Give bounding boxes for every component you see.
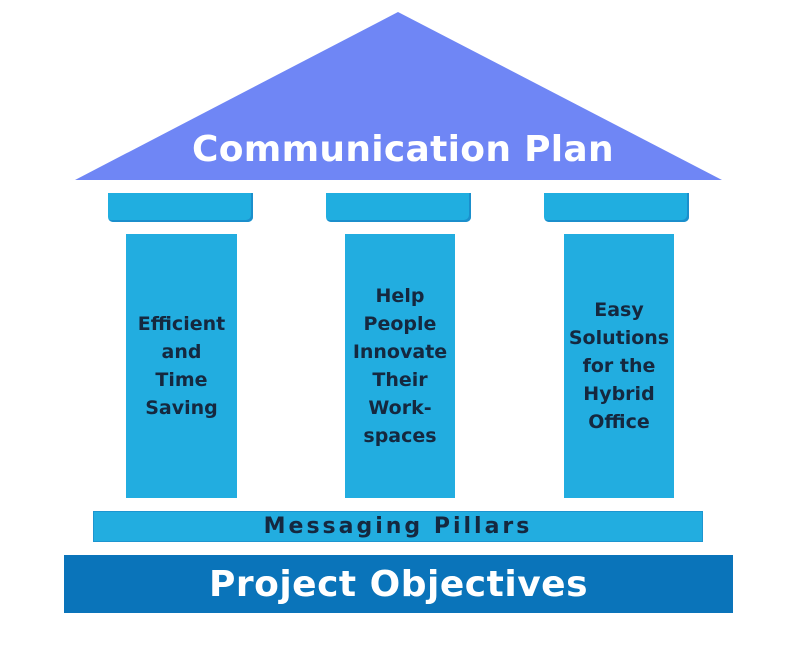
messaging-pillars-step: Messaging Pillars xyxy=(93,511,703,542)
pillar-label: Easy Solutions for the Hybrid Office xyxy=(568,299,670,433)
pillar-capital-3 xyxy=(544,193,689,222)
pillar-capital-1 xyxy=(108,193,253,222)
base-label: Project Objectives xyxy=(208,563,589,605)
pillar-label: Efficient and Time Saving xyxy=(137,313,226,419)
pillar-column-2: Help People Innovate Their Work- spaces xyxy=(345,234,455,498)
pillar-column-1: Efficient and Time Saving xyxy=(126,234,237,498)
pillar-column-3: Easy Solutions for the Hybrid Office xyxy=(564,234,674,498)
roof-title: Communication Plan xyxy=(192,129,614,170)
pillar-label: Help People Innovate Their Work- spaces xyxy=(352,285,448,447)
step-label: Messaging Pillars xyxy=(263,514,533,539)
pillar-capital-2 xyxy=(326,193,471,222)
project-objectives-base: Project Objectives xyxy=(64,555,733,613)
